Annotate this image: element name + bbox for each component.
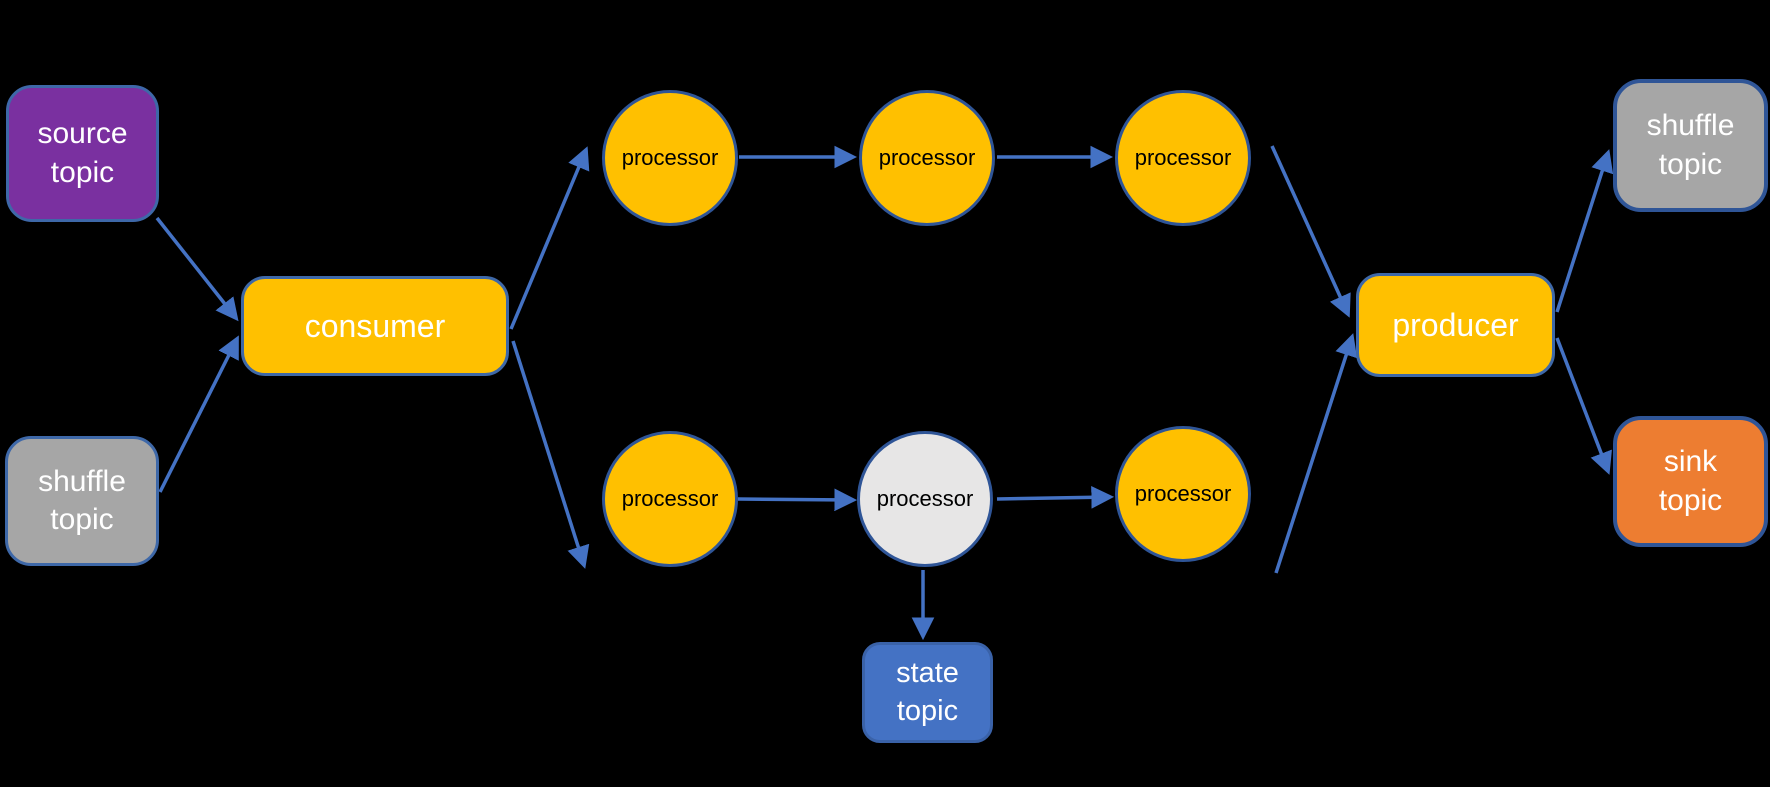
node-sink-topic: sink topic (1613, 416, 1768, 547)
node-sink-topic-label: sink topic (1658, 445, 1723, 517)
arrow-consumer-to-processor-bottom-1 (511, 340, 590, 569)
node-processor-bottom-3-label: processor (1134, 481, 1232, 506)
node-processor-bottom-2-label: processor (876, 486, 974, 511)
arrow-producer-to-shuffle-topic-right (1555, 149, 1614, 313)
node-processor-bottom-3: processor (1115, 426, 1251, 562)
arrow-consumer-to-processor-top-1 (509, 146, 590, 330)
node-processor-bottom-1-label: processor (621, 486, 719, 511)
arrow-processor-bottom-3-to-producer (1274, 333, 1358, 574)
node-processor-bottom-1: processor (602, 431, 738, 567)
node-processor-top-3: processor (1115, 90, 1251, 226)
arrow-processor-bottom-2-to-bottom-3 (996, 485, 1115, 509)
arrow-producer-to-sink-topic (1555, 337, 1612, 475)
node-producer: producer (1356, 273, 1555, 377)
node-state-topic: state topic (862, 642, 993, 743)
arrow-processor-bottom-1-to-bottom-2 (737, 488, 858, 512)
node-source-topic: source topic (6, 85, 159, 222)
node-processor-bottom-2: processor (857, 431, 993, 567)
node-processor-top-1: processor (602, 90, 738, 226)
node-shuffle-topic-right: shuffle topic (1613, 79, 1768, 212)
arrow-shuffle-topic-left-to-consumer (158, 335, 239, 493)
node-shuffle-topic-left-label: shuffle topic (38, 464, 126, 536)
node-producer-label: producer (1392, 306, 1519, 343)
arrow-source-topic-to-consumer (155, 216, 239, 322)
arrow-processor-top-3-to-producer (1270, 145, 1351, 318)
node-processor-top-1-label: processor (621, 145, 719, 170)
node-consumer: consumer (241, 276, 509, 376)
node-processor-top-2-label: processor (878, 145, 976, 170)
node-source-topic-label: source topic (37, 117, 128, 189)
node-state-topic-label: state topic (896, 657, 959, 727)
node-shuffle-topic-right-label: shuffle topic (1646, 109, 1735, 181)
node-processor-top-2: processor (859, 90, 995, 226)
node-shuffle-topic-left: shuffle topic (5, 436, 159, 566)
node-processor-top-3-label: processor (1134, 145, 1232, 170)
node-consumer-label: consumer (304, 307, 446, 344)
